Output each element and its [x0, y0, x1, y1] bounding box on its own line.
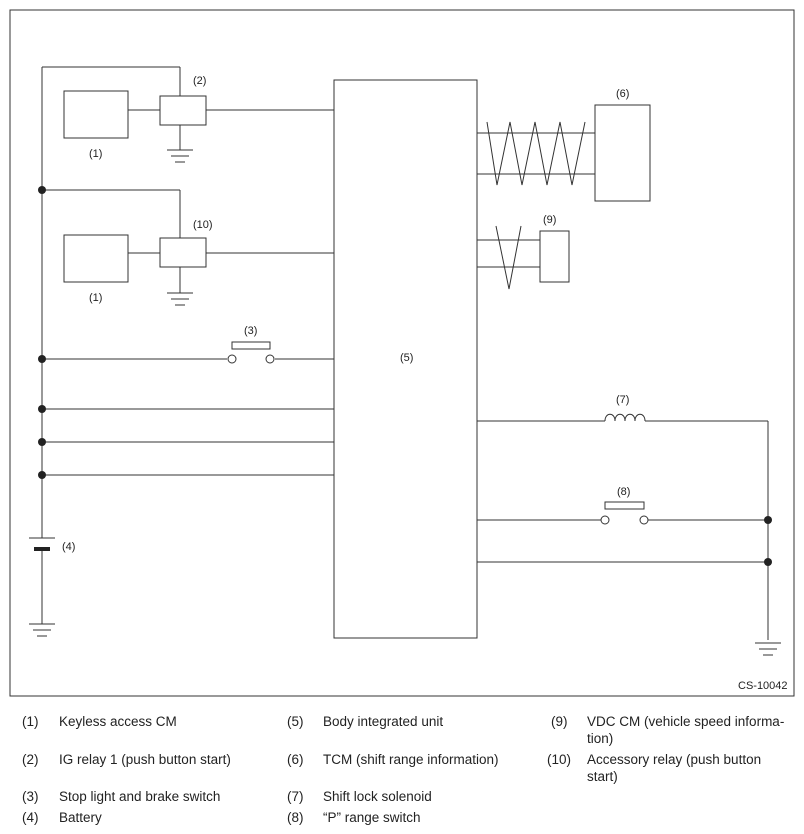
legend-number: (6) — [287, 752, 304, 767]
junction-dots — [38, 186, 772, 566]
label-tcm: (6) — [616, 88, 629, 100]
legend-text: TCM (shift range information) — [323, 752, 499, 767]
legend-text: Shift lock solenoid — [323, 789, 432, 804]
p-range-switch-contact-left — [600, 515, 610, 525]
legend-number: (10) — [547, 752, 572, 767]
keyless-access-cm-box-top — [63, 90, 129, 139]
legend-text: “P” range switch — [323, 810, 421, 825]
legend-text: VDC CM (vehicle speed informa- tion) — [587, 714, 785, 746]
legend-text: Body integrated unit — [323, 714, 444, 729]
tcm-box — [594, 104, 651, 202]
label-vdc-cm: (9) — [543, 214, 556, 226]
label-body-integrated-unit: (5) — [400, 352, 413, 364]
p-range-switch-actuator — [604, 501, 645, 510]
vdc-twisted-pair — [495, 225, 522, 290]
document-id: CS-10042 — [738, 680, 788, 692]
ground-symbol-ig-relay — [167, 149, 193, 163]
ground-symbol-accessory-relay — [167, 292, 193, 306]
legend-number: (7) — [287, 789, 304, 804]
label-keyless-access-cm-bottom: (1) — [89, 292, 102, 304]
legend-number: (3) — [22, 789, 39, 804]
label-p-range-switch: (8) — [617, 486, 630, 498]
ground-symbol-right — [755, 642, 781, 656]
stop-light-switch-contact-left — [227, 354, 237, 364]
label-battery: (4) — [62, 541, 75, 553]
label-keyless-access-cm-top: (1) — [89, 148, 102, 160]
legend-text: IG relay 1 (push button start) — [59, 752, 231, 767]
label-accessory-relay: (10) — [193, 219, 213, 231]
ground-symbol-battery — [29, 623, 55, 637]
legend-text: Keyless access CM — [59, 714, 177, 729]
legend-text: Battery — [59, 810, 102, 825]
body-integrated-unit-box — [333, 79, 478, 639]
shift-lock-solenoid-coil — [604, 413, 646, 422]
legend-text: Stop light and brake switch — [59, 789, 221, 804]
p-range-switch-contact-right — [639, 515, 649, 525]
legend-number: (1) — [22, 714, 39, 729]
vdc-cm-box — [539, 230, 570, 283]
label-shift-lock-solenoid: (7) — [616, 394, 629, 406]
label-stop-light-switch: (3) — [244, 325, 257, 337]
legend: (1) Keyless access CM (2) IG relay 1 (pu… — [0, 708, 804, 834]
diagram-frame — [9, 9, 795, 697]
legend-number: (2) — [22, 752, 39, 767]
ig-relay-box — [159, 95, 207, 126]
accessory-relay-box — [159, 237, 207, 268]
stop-light-switch-actuator — [231, 341, 271, 350]
legend-number: (9) — [551, 714, 568, 729]
legend-number: (4) — [22, 810, 39, 825]
wiring-diagram: (1) (1) (2) (10) (3) (4) (5) (6) (9) (7)… — [9, 9, 795, 697]
label-ig-relay: (2) — [193, 75, 206, 87]
legend-number: (8) — [287, 810, 304, 825]
stop-light-switch-contact-right — [265, 354, 275, 364]
legend-number: (5) — [287, 714, 304, 729]
legend-text: Accessory relay (push button start) — [587, 752, 762, 784]
keyless-access-cm-box-bottom — [63, 234, 129, 283]
battery-short-plate — [34, 547, 50, 551]
tcm-twisted-pair — [486, 121, 586, 186]
